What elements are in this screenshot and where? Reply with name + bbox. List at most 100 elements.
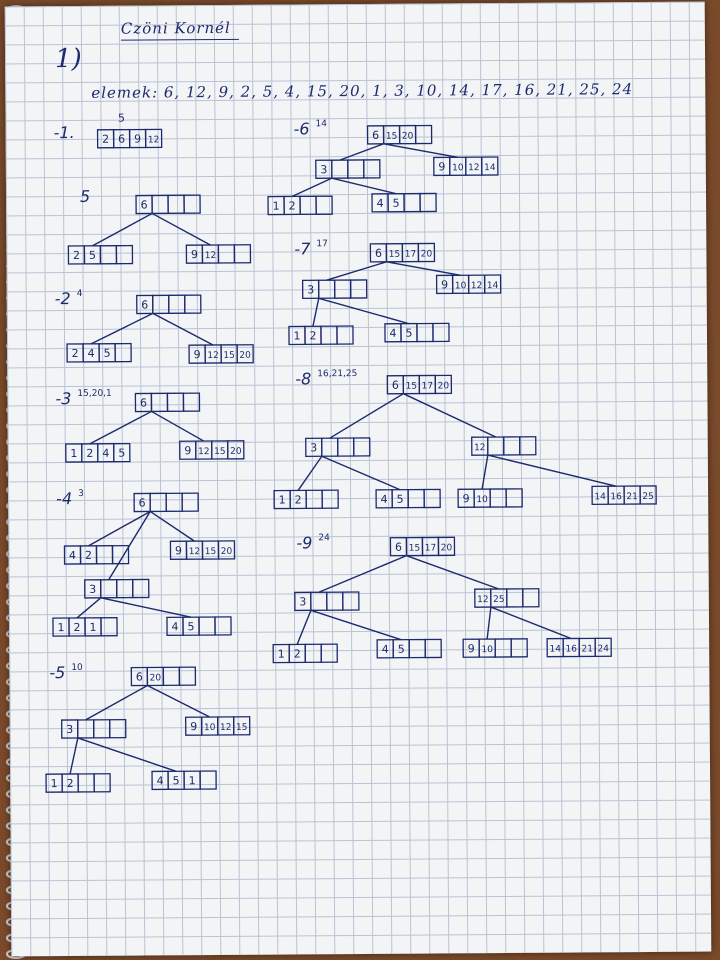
node-key: 20 <box>230 447 242 457</box>
node-cell <box>149 492 167 513</box>
node-cell <box>483 274 502 294</box>
node-cell <box>333 279 352 299</box>
node-cell <box>321 489 339 509</box>
node-key: 20 <box>441 543 453 553</box>
node-key: 6 <box>139 496 146 509</box>
node-key: 5 <box>104 347 111 360</box>
node-key: 2 <box>309 329 316 342</box>
btree-node: 3 <box>61 718 127 739</box>
node-cell <box>342 591 360 611</box>
node-key: 9 <box>191 248 198 261</box>
node-key: 12 <box>220 723 232 733</box>
node-key: 4 <box>88 347 95 360</box>
node-key: 14 <box>484 163 496 173</box>
node-key: 9 <box>468 642 475 655</box>
btree-node: 6 <box>134 392 201 413</box>
node-cell <box>168 294 186 314</box>
node-key: 25 <box>642 492 654 502</box>
node-key: 3 <box>310 441 317 454</box>
tree-edge <box>76 597 102 619</box>
node-cell <box>310 591 328 611</box>
node-key: 5 <box>187 620 194 633</box>
node-cell <box>233 244 252 264</box>
node-key: 17 <box>422 381 434 391</box>
node-cell <box>305 489 323 510</box>
node-key: 4 <box>377 197 384 210</box>
btree-node: 6 <box>133 492 199 513</box>
node-cell <box>304 643 322 664</box>
tree-edge <box>331 177 397 195</box>
node-cell <box>321 437 339 457</box>
btree-node: 3 <box>294 591 360 612</box>
node-cell <box>510 638 528 658</box>
node-key: 6 <box>140 396 147 409</box>
btree-node: 3 <box>305 437 371 458</box>
tree-edge <box>310 609 402 641</box>
tree-edge <box>486 606 492 640</box>
node-cell <box>347 159 365 179</box>
node-key: 10 <box>452 163 464 173</box>
btree-node: 3 <box>315 159 381 179</box>
node-cell <box>77 773 95 793</box>
node-cell <box>93 773 111 793</box>
tree-edge <box>312 298 320 327</box>
node-key: 1 <box>70 447 77 460</box>
notebook-page: Czöni Kornél 1) elemek: 6, 12, 9, 2, 5, … <box>4 1 712 957</box>
step-circled-keys: 3 <box>78 489 84 499</box>
tree-edge <box>291 177 333 198</box>
node-cell <box>181 492 199 512</box>
node-key: 9 <box>134 133 141 146</box>
node-key: 5 <box>118 447 125 460</box>
step-label: -4 <box>56 489 72 508</box>
node-key: 17 <box>425 543 437 553</box>
node-key: 2 <box>73 249 80 262</box>
tree-edge <box>321 455 401 491</box>
tree-edge <box>149 510 195 542</box>
tree-edge <box>108 511 151 581</box>
node-key: 21 <box>581 644 593 654</box>
node-key: 1 <box>51 777 58 790</box>
node-key: 15 <box>389 250 401 260</box>
node-cell <box>165 492 183 512</box>
tree-edge <box>92 212 153 247</box>
node-key: 15 <box>386 132 398 142</box>
node-key: 9 <box>441 278 448 291</box>
node-cell <box>132 578 150 599</box>
node-key: 6 <box>141 198 148 211</box>
step-label: -7 <box>294 239 311 258</box>
node-key: 5 <box>393 197 400 210</box>
node-key: 15 <box>409 544 421 554</box>
node-cell <box>407 488 425 509</box>
node-key: 4 <box>171 620 178 633</box>
node-key: 5 <box>405 327 412 340</box>
node-key: 17 <box>405 250 417 260</box>
tree-edge <box>69 737 79 775</box>
node-cell <box>111 544 130 565</box>
tree-edge <box>339 143 384 161</box>
node-cell <box>162 666 181 687</box>
node-cell <box>152 294 170 315</box>
node-cell <box>113 442 131 463</box>
node-key: 12 <box>468 163 480 173</box>
node-key: 1 <box>189 774 196 787</box>
node-key: 20 <box>221 547 233 557</box>
node-key: 9 <box>175 544 182 557</box>
node-key: 12 <box>148 135 160 145</box>
node-cell <box>116 578 134 599</box>
node-cell <box>317 279 336 299</box>
node-cell <box>236 344 254 364</box>
node-key: 10 <box>481 645 493 655</box>
